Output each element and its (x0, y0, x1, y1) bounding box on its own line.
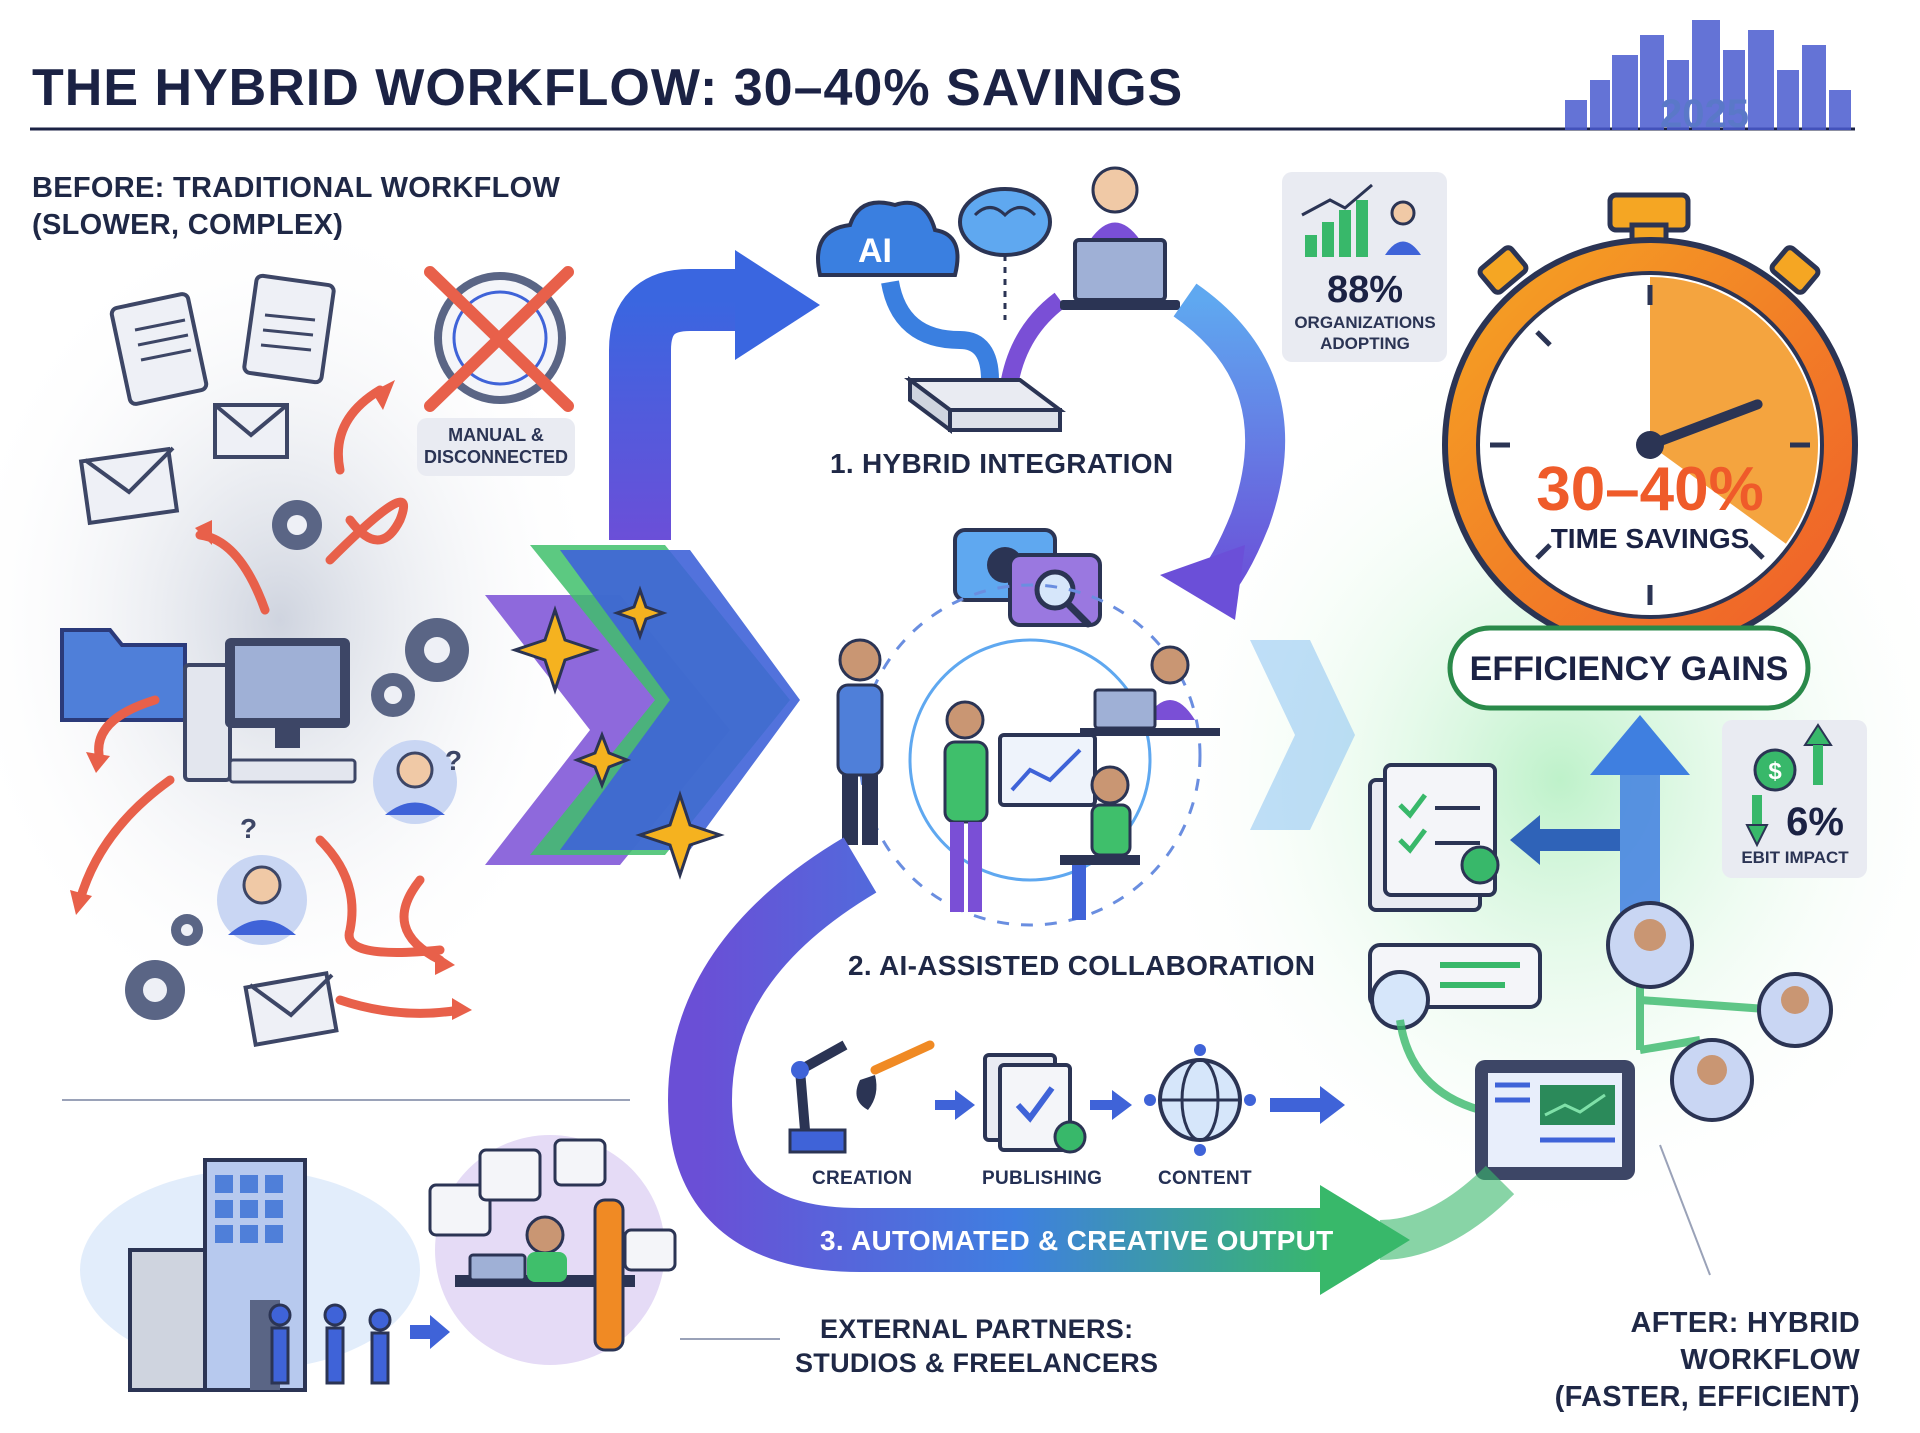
envelope-icon (243, 971, 339, 1047)
seated-person-icon (1060, 765, 1140, 920)
stopwatch-crossed-icon (424, 266, 574, 412)
flow-arrowhead-up (735, 250, 820, 360)
envelope-icon (78, 446, 180, 526)
freelancer-desk-icon (428, 1135, 677, 1365)
laptop-person-icon (1080, 645, 1220, 736)
team-walking-icon (268, 1303, 392, 1385)
efficiency-banner-label: EFFICIENCY GAINS (1470, 650, 1789, 688)
pipeline-creation-label: CREATION (812, 1168, 913, 1189)
after-heading-line2: (FASTER, EFFICIENT) (1554, 1381, 1860, 1413)
after-heading: AFTER: HYBRID WORKFLOW (FASTER, EFFICIEN… (1490, 1305, 1860, 1416)
paintbrush-icon (856, 1040, 935, 1110)
partners-arrow (410, 1315, 450, 1349)
pipeline-content-label: CONTENT (1158, 1168, 1252, 1189)
pipeline-publishing-label: PUBLISHING (982, 1168, 1103, 1189)
partners-line2: STUDIOS & FREELANCERS (795, 1348, 1159, 1378)
integration-pipes (881, 255, 1066, 382)
laptop-person-icon (1060, 166, 1180, 310)
manual-chip-line2: DISCONNECTED (423, 447, 568, 467)
efficiency-arrows (1510, 715, 1690, 920)
svg-text:?: ? (445, 745, 462, 776)
flow-arrow-bottom (667, 837, 1330, 1272)
presenting-person-icon (943, 700, 989, 912)
envelope-icon (213, 403, 289, 459)
year-label: 2025 (1660, 92, 1749, 136)
collaboration-cycle-inner (908, 638, 1152, 882)
svg-text:?: ? (240, 813, 257, 844)
checklist-icon (983, 1053, 1087, 1154)
gear-icon (125, 500, 469, 1020)
folder-icon (60, 628, 187, 722)
robot-arm-icon (788, 1040, 848, 1154)
chart-board-icon (998, 733, 1097, 807)
document-icon (109, 292, 209, 406)
page-title: THE HYBRID WORKFLOW: 30–40% SAVINGS (32, 59, 1184, 117)
confused-person-icon: ? (373, 740, 462, 824)
document-icon (242, 273, 336, 385)
confused-person-icon: ? (217, 813, 307, 945)
flow-arrowhead-down (1160, 545, 1245, 620)
team-person-icon (836, 638, 884, 845)
time-savings-value: 30–40% (1536, 455, 1764, 524)
sparkle-icons (510, 585, 725, 880)
city-skyline-icon (1565, 20, 1851, 130)
step2-label: 2. AI-ASSISTED COLLABORATION (848, 950, 1316, 981)
globe-network-icon (1144, 1044, 1256, 1156)
stopwatch-needle (1645, 399, 1763, 450)
fade-arrow-right (1250, 640, 1355, 830)
ai-badge: AI (858, 232, 892, 270)
pipeline-arrows (935, 1086, 1345, 1124)
partners-heading: EXTERNAL PARTNERS: STUDIOS & FREELANCERS (795, 1312, 1158, 1380)
cloud-ai-icon (816, 200, 960, 277)
adoption-value: 88% (1327, 269, 1403, 311)
partners-line1: EXTERNAL PARTNERS: (819, 1314, 1134, 1344)
dollar-icon (1745, 723, 1833, 848)
manual-disconnected-chip: MANUAL & DISCONNECTED (417, 418, 575, 476)
profile-card-icon (1368, 943, 1542, 1030)
chaotic-arrows (75, 385, 465, 1018)
brain-icon (958, 187, 1052, 257)
flow-arrow-down (1173, 283, 1286, 605)
computer-icon (183, 638, 357, 784)
before-heading-line1: BEFORE: TRADITIONAL WORKFLOW (32, 172, 561, 204)
ebit-value: 6% (1786, 800, 1844, 844)
tablet-dashboard-icon (1475, 1060, 1635, 1180)
flow-arrow-after (1379, 1165, 1515, 1260)
manual-chip-line1: MANUAL & (448, 425, 544, 445)
step3-label: 3. AUTOMATED & CREATIVE OUTPUT (820, 1225, 1334, 1256)
office-building-icon (80, 1158, 420, 1392)
flow-arrowhead-bottom (1320, 1185, 1410, 1295)
adoption-caption-1: ORGANIZATIONS (1294, 313, 1435, 332)
stopwatch-hub (1636, 431, 1664, 459)
before-heading: BEFORE: TRADITIONAL WORKFLOW (SLOWER, CO… (32, 170, 560, 244)
bar-chart-icon (1301, 183, 1421, 257)
ebit-caption: EBIT IMPACT (1741, 848, 1849, 867)
chaos-background (0, 200, 610, 1040)
chaotic-arrowheads (70, 380, 472, 1020)
time-savings-caption: TIME SAVINGS (1551, 523, 1750, 554)
adoption-caption-2: ADOPTING (1320, 334, 1410, 353)
team-avatar (1606, 901, 1833, 1122)
flow-arrow-up (609, 269, 740, 540)
integration-hub (904, 376, 1066, 434)
stopwatch-ticks (1490, 285, 1810, 605)
dollar-symbol: $ (1768, 758, 1782, 785)
after-heading-line1: AFTER: HYBRID WORKFLOW (1630, 1307, 1860, 1376)
after-leader (1659, 1144, 1711, 1276)
before-heading-line2: (SLOWER, COMPLEX) (32, 209, 344, 241)
checklist-icon (1368, 763, 1500, 912)
step1-label: 1. HYBRID INTEGRATION (830, 448, 1174, 479)
transition-chevrons (485, 545, 800, 865)
efficiency-banner (1447, 625, 1811, 711)
